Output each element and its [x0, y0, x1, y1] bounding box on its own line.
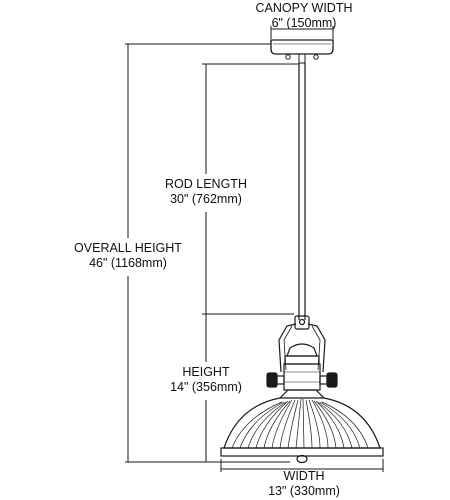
- width-value: 13" (330mm): [268, 484, 340, 498]
- pendant-fixture: [220, 315, 384, 464]
- rod-length-title: ROD LENGTH: [165, 177, 247, 191]
- overall-height-title: OVERALL HEIGHT: [74, 241, 182, 255]
- height-label: HEIGHT 14" (356mm): [158, 365, 254, 395]
- width-dimension-line: [220, 459, 384, 472]
- canopy-width-title: CANOPY WIDTH: [255, 1, 353, 15]
- rod: [298, 63, 306, 320]
- canopy-width-value: 6" (150mm): [271, 16, 337, 30]
- rod-length-value: 30" (762mm): [170, 192, 242, 206]
- canopy-width-label: CANOPY WIDTH 6" (150mm): [252, 1, 356, 31]
- rod-length-dimension-line: [202, 63, 299, 315]
- overall-height-label: OVERALL HEIGHT 46" (1168mm): [70, 241, 186, 271]
- rod-length-label: ROD LENGTH 30" (762mm): [158, 177, 254, 207]
- width-title: WIDTH: [283, 469, 325, 483]
- width-label: WIDTH 13" (330mm): [256, 469, 352, 499]
- shade-ribbing: [231, 398, 369, 449]
- canopy: [270, 39, 334, 64]
- overall-height-dimension-line: [125, 43, 290, 463]
- height-title: HEIGHT: [182, 365, 230, 379]
- canopy-width-dimension-line: [270, 26, 334, 39]
- overall-height-value: 46" (1168mm): [89, 256, 167, 270]
- height-value: 14" (356mm): [170, 380, 242, 394]
